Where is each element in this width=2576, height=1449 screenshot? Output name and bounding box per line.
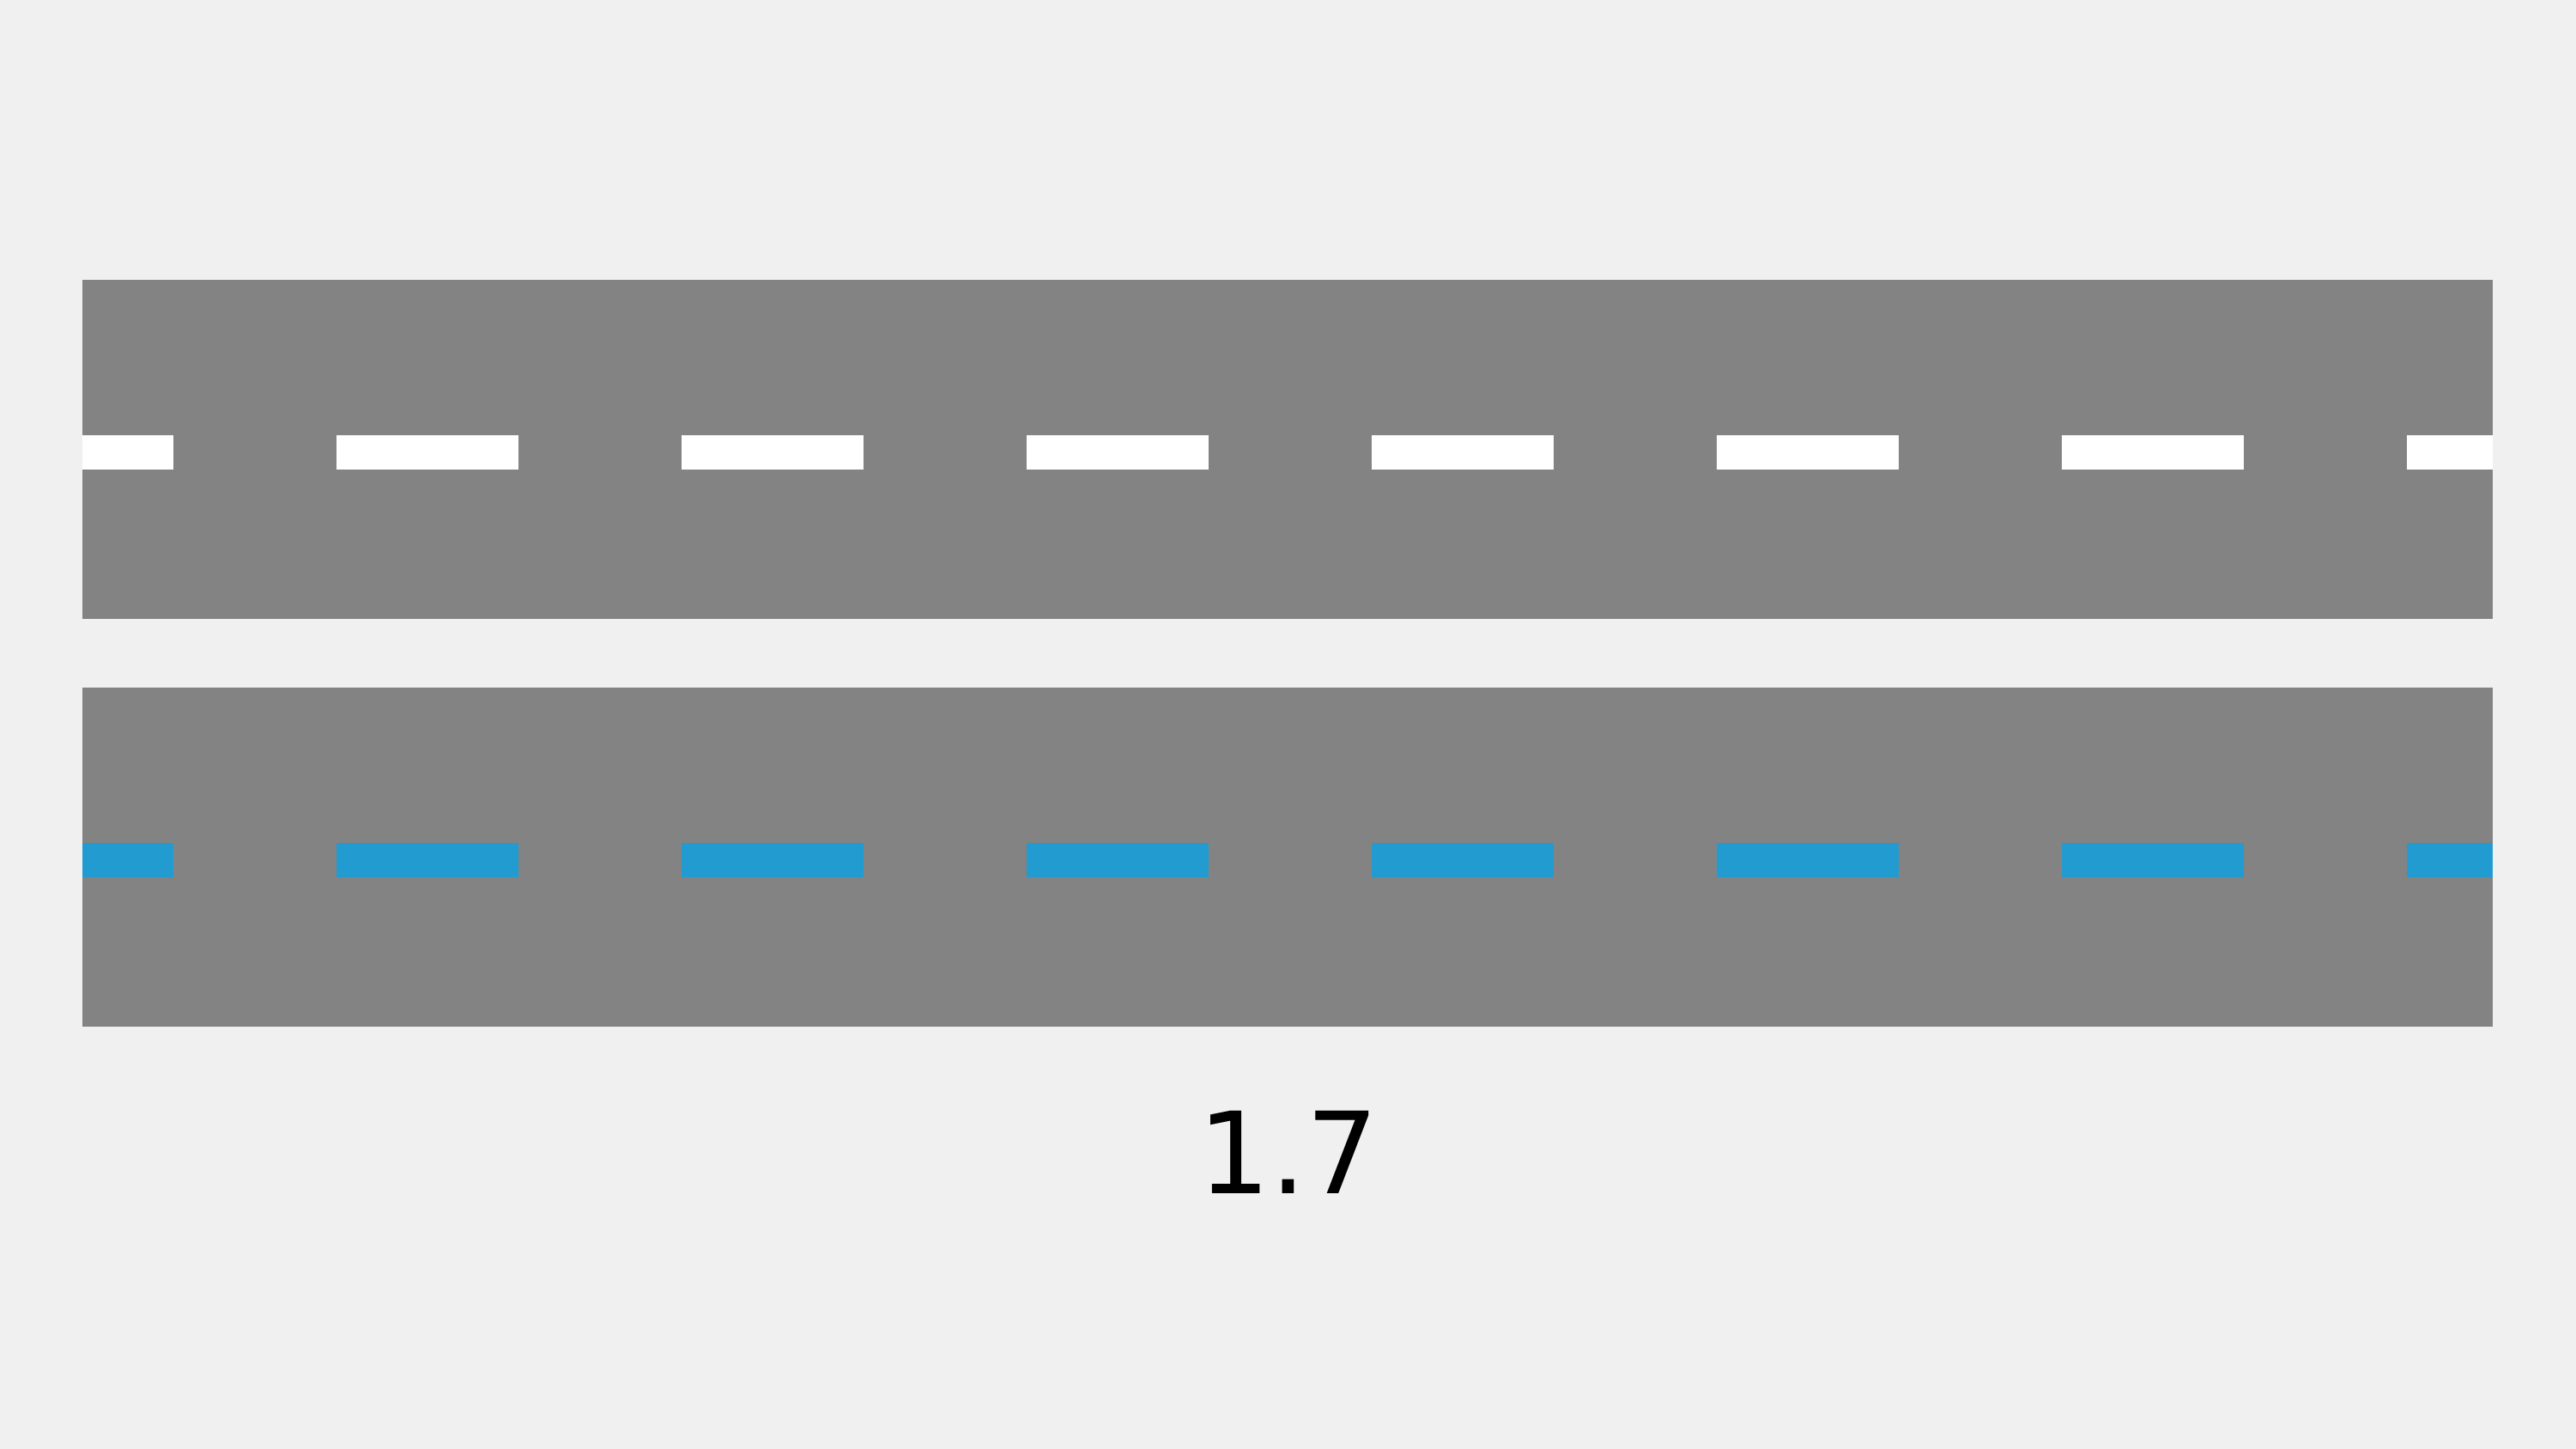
top-lane-dash [336,435,518,470]
bottom-lane-dash [2407,843,2493,877]
bottom-lane-dash [82,843,173,877]
road-bottom [82,688,2493,1027]
road-top [82,280,2493,619]
top-lane-dash [2062,435,2244,470]
bottom-lane-dash [682,843,864,877]
top-lane-dash [682,435,864,470]
bottom-lane-dash [336,843,518,877]
bottom-lane-dash [1372,843,1554,877]
bottom-lane-dash [1717,843,1899,877]
top-lane-dash [1717,435,1899,470]
top-lane-dash [82,435,173,470]
top-lane-dash [1027,435,1209,470]
top-lane-dash [1372,435,1554,470]
bottom-lane-dash [2062,843,2244,877]
value-label: 1.7 [1197,1088,1379,1221]
bottom-lane-dash [1027,843,1209,877]
top-lane-dash [2407,435,2493,470]
